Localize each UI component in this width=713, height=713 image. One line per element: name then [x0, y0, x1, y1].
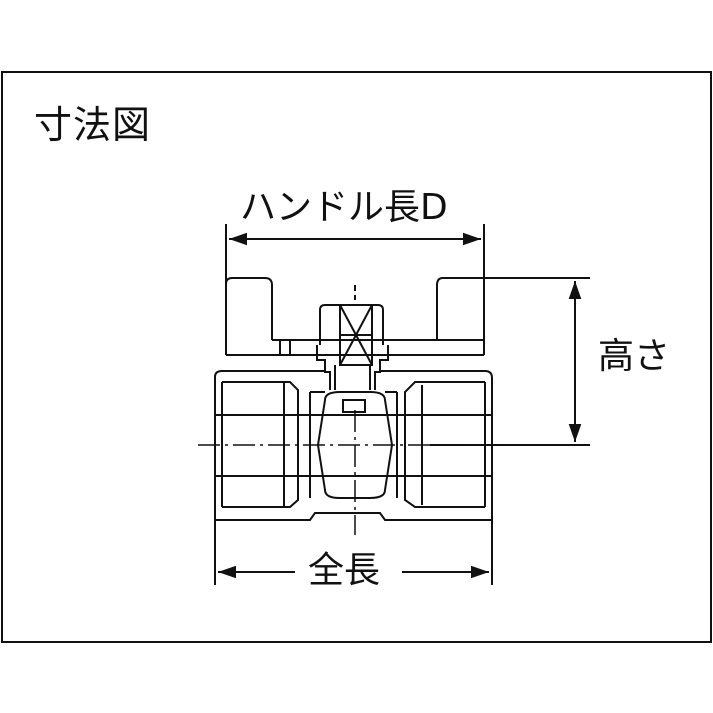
overall-length-dimension: [214, 520, 493, 585]
valve-handle: [225, 277, 485, 356]
valve-body: [214, 370, 493, 525]
handle-length-label: ハンドル長D: [240, 187, 448, 228]
height-dimension: [430, 277, 590, 446]
valve-stem: [316, 285, 389, 390]
center-lines: [198, 410, 505, 535]
diagram-frame: [1, 71, 712, 643]
height-label: 高さ: [598, 336, 671, 377]
diagram-title: 寸法図: [34, 103, 152, 147]
overall-length-label: 全長: [308, 550, 381, 591]
